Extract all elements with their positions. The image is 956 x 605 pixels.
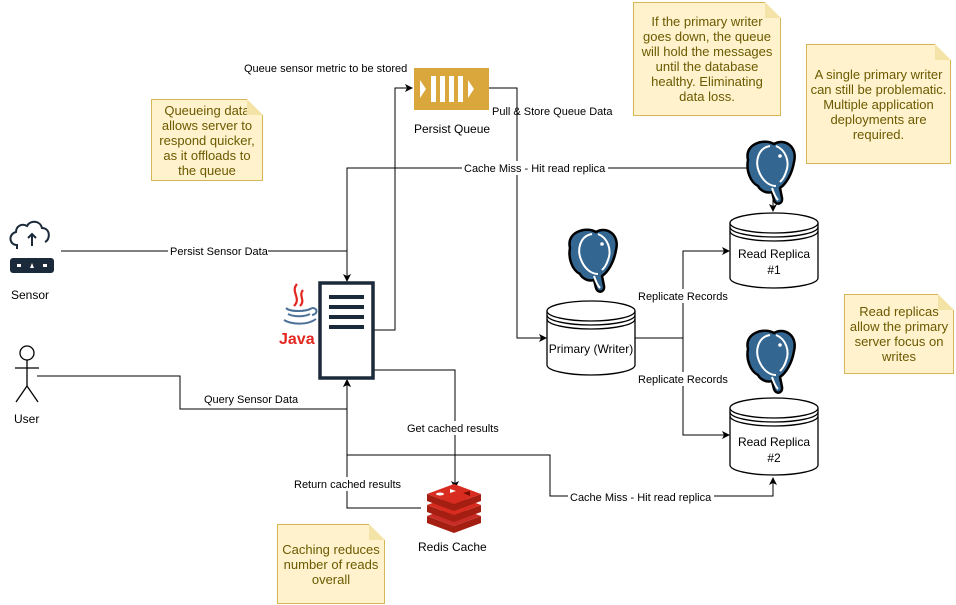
edge-label-query-sensor: Query Sensor Data (204, 394, 299, 406)
user-icon (15, 345, 39, 403)
edge-user-to-server (37, 375, 351, 410)
edge-label-cache-miss-top: Cache Miss - Hit read replica (464, 163, 606, 175)
edge-label-persist-sensor: Persist Sensor Data (170, 246, 269, 258)
postgres-primary-icon (568, 228, 618, 293)
edge-label-return-cached: Return cached results (294, 479, 401, 491)
note-primary-down: If the primary writer goes down, the que… (633, 2, 781, 116)
sensor-label: Sensor (11, 288, 49, 302)
primary-db: Primary (Writer) (546, 300, 636, 376)
redis-icon (427, 484, 481, 533)
primary-db-label: Primary (Writer) (549, 342, 633, 356)
edge-label-replicate-1: Replicate Records (638, 291, 728, 303)
edge-server-to-queue (374, 84, 413, 331)
edge-server-to-redis (374, 369, 459, 489)
note-read-replicas: Read replicas allow the primary server f… (844, 294, 954, 374)
persist-queue-node: Persist Queue (414, 68, 490, 136)
user-label: User (14, 412, 39, 426)
read-replica-2: Read Replica #2 (729, 397, 819, 476)
note-single-primary: A single primary writer can still be pro… (806, 44, 951, 164)
edge-labels: Queue sensor metric to be stored Pull & … (168, 63, 730, 504)
edge-label-queue-metric: Queue sensor metric to be stored (244, 63, 407, 75)
edge-label-pull-store: Pull & Store Queue Data (492, 106, 613, 118)
edge-label-get-cached: Get cached results (407, 423, 499, 435)
redis-label: Redis Cache (418, 540, 487, 554)
server-icon (318, 281, 375, 380)
note-caching: Caching reduces number of reads overall (277, 524, 385, 604)
java-steam-icon (293, 283, 304, 307)
edge-server-to-replica1 (346, 167, 777, 281)
postgres-replica1-icon (746, 140, 796, 205)
java-logo: Java (279, 283, 318, 348)
read-replica-1: Read Replica #1 (729, 212, 819, 289)
edge-redis-to-server (343, 379, 421, 509)
replica1-label-line1: Read Replica (738, 247, 810, 261)
sensor-node: Sensor (9, 220, 54, 302)
user-node: User (14, 345, 39, 426)
edge-label-cache-miss-bottom: Cache Miss - Hit read replica (570, 492, 712, 504)
persist-queue-label: Persist Queue (414, 122, 490, 136)
replica2-label-line1: Read Replica (738, 435, 810, 449)
edge-primary-to-replica2 (635, 337, 730, 439)
replica1-label-line2: #1 (767, 263, 781, 277)
postgres-replica2-icon (746, 329, 796, 394)
java-logo-text: Java (279, 331, 315, 348)
edge-server-to-replica2 (347, 454, 777, 497)
replica2-label-line2: #2 (767, 451, 781, 465)
edge-label-replicate-2: Replicate Records (638, 374, 728, 386)
queue-icon (414, 68, 489, 110)
edge-queue-to-primary (489, 87, 547, 342)
note-queueing: Queueing data allows server to respond q… (151, 99, 263, 181)
redis-node: Redis Cache (418, 484, 487, 554)
